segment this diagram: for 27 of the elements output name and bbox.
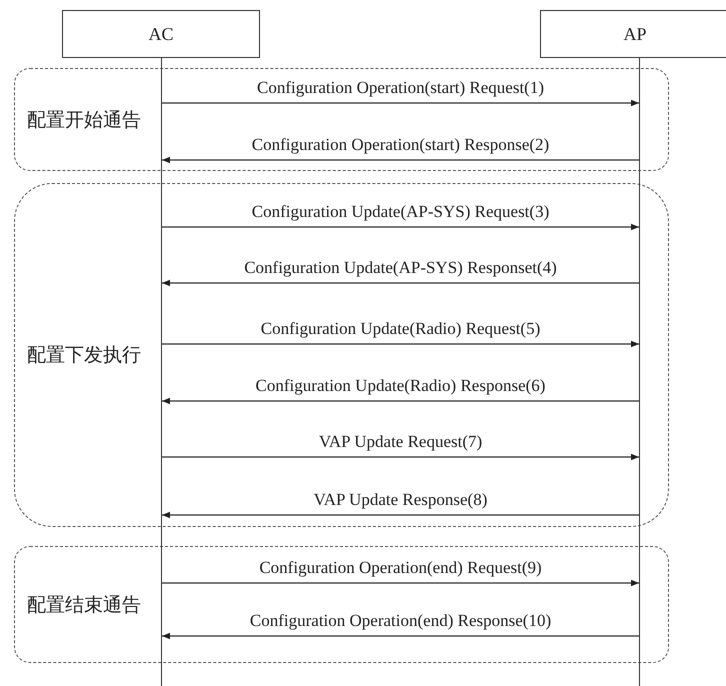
message-arrow — [162, 580, 639, 586]
message-arrow — [162, 632, 639, 640]
group-label: 配置开始通告 — [27, 108, 141, 132]
message-arrow — [162, 454, 639, 460]
message-label: Configuration Operation(end) Request(9) — [259, 558, 542, 578]
message-arrow — [162, 100, 639, 106]
lifeline — [639, 58, 640, 686]
message-label: VAP Update Request(7) — [318, 432, 482, 452]
message-label: Configuration Update(Radio) Request(5) — [260, 319, 540, 339]
message-arrow — [162, 156, 639, 164]
participant-box: AP — [540, 10, 726, 58]
message-label: Configuration Operation(end) Response(10) — [250, 611, 552, 631]
message-arrow — [162, 280, 639, 286]
message-label: Configuration Update(AP-SYS) Responset(4) — [244, 258, 557, 278]
message-arrow — [162, 398, 639, 404]
lifeline — [161, 58, 162, 686]
message-arrow — [162, 512, 639, 518]
message-arrow — [162, 340, 639, 348]
message-label: Configuration Operation(start) Request(1) — [256, 78, 544, 98]
group-label: 配置结束通告 — [27, 594, 141, 618]
message-arrow — [162, 224, 639, 230]
message-label: Configuration Update(Radio) Response(6) — [256, 376, 546, 396]
message-label: Configuration Update(AP-SYS) Request(3) — [252, 202, 550, 222]
participant-box: AC — [62, 10, 260, 58]
group-label: 配置下发执行 — [27, 344, 141, 368]
message-label: VAP Update Response(8) — [314, 490, 488, 510]
message-label: Configuration Operation(start) Response(2) — [252, 135, 550, 155]
